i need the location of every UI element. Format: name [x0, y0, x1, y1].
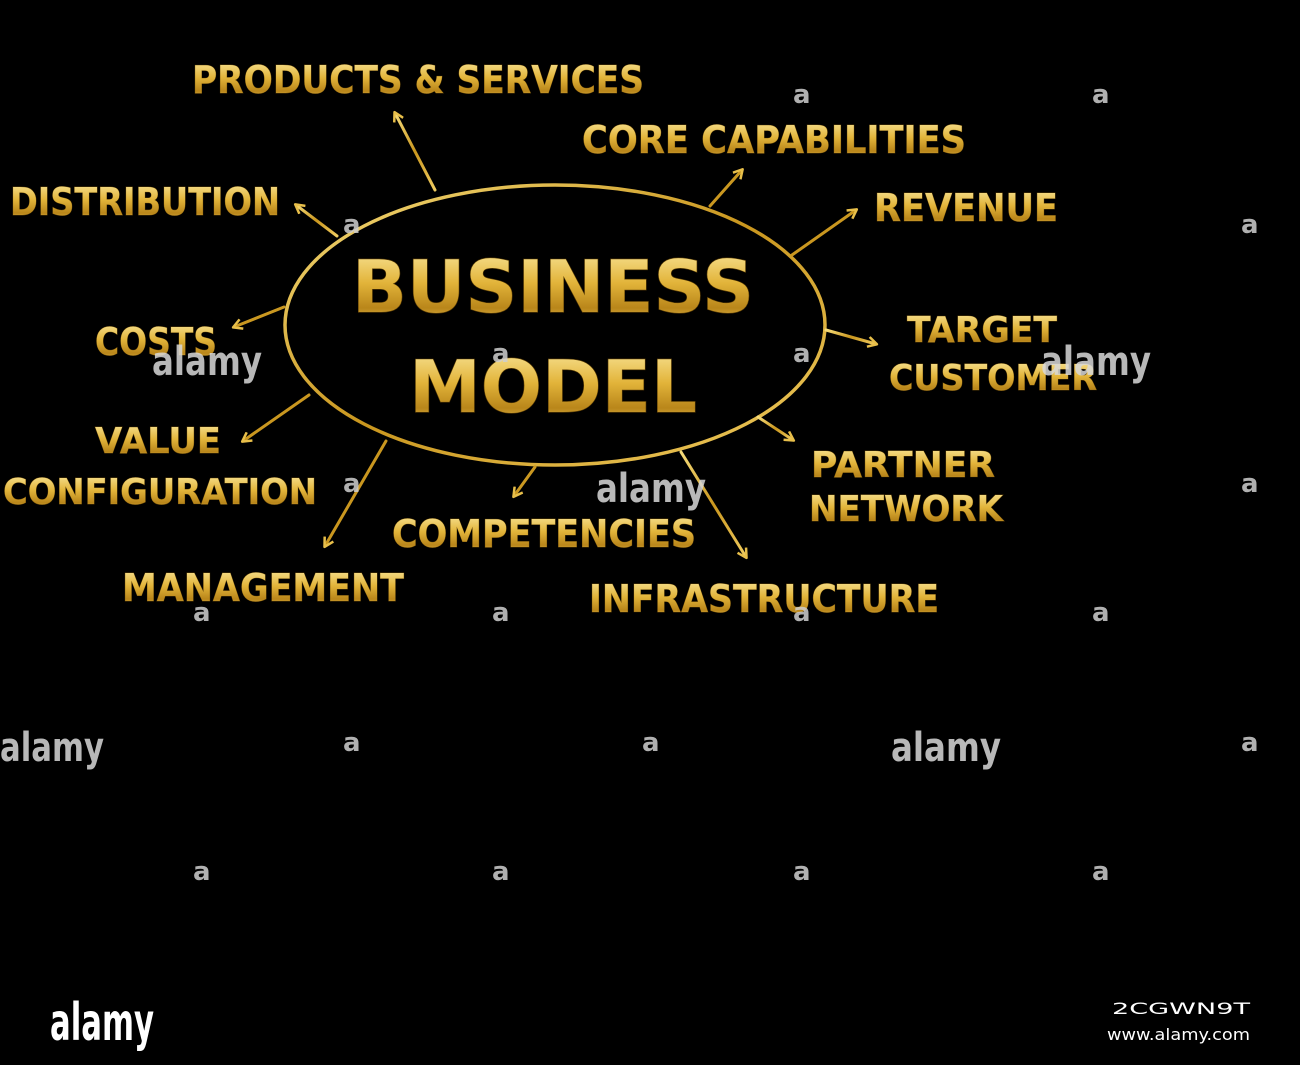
- watermark-small-a: a: [1092, 857, 1110, 887]
- watermark-small-a: a: [793, 339, 811, 369]
- arrow-costs: [234, 305, 286, 327]
- watermark-small-a: a: [343, 210, 361, 240]
- watermark-logo: alamy: [1041, 339, 1151, 385]
- arrow-revenue: [790, 210, 856, 257]
- label-competencies: COMPETENCIES: [392, 512, 696, 556]
- center-title-line1: BUSINESS: [352, 245, 754, 329]
- watermark-site: www.alamy.com: [1107, 1025, 1250, 1044]
- label-value: VALUE: [95, 421, 221, 462]
- watermark-small-a: a: [793, 857, 811, 887]
- watermark-image-id: 2CGWN9T: [1112, 999, 1250, 1018]
- center-ellipse: [283, 183, 827, 467]
- watermark-layer: alamy alamy alamy alamy alamy a a a a a …: [0, 80, 1259, 887]
- label-network: NETWORK: [809, 489, 1004, 530]
- label-core-capabilities: CORE CAPABILITIES: [582, 118, 966, 162]
- watermark-small-a: a: [793, 80, 811, 110]
- label-target: TARGET: [907, 310, 1057, 351]
- label-distribution: DISTRIBUTION: [10, 180, 280, 224]
- arrow-value-configuration: [243, 393, 311, 441]
- watermark-small-a: a: [793, 598, 811, 628]
- watermark-small-a: a: [193, 857, 211, 887]
- label-partner: PARTNER: [811, 445, 995, 486]
- arrow-core-capabilities: [708, 170, 742, 208]
- arrow-distribution: [296, 205, 339, 238]
- watermark-small-a: a: [1092, 80, 1110, 110]
- watermark-footer-logo: alamy: [50, 993, 154, 1053]
- arrow-target-customer: [824, 328, 876, 344]
- watermark-logo: alamy: [0, 725, 104, 771]
- watermark-small-a: a: [1092, 598, 1110, 628]
- watermark-small-a: a: [1241, 728, 1259, 758]
- label-infrastructure: INFRASTRUCTURE: [589, 577, 939, 621]
- watermark-logo: alamy: [891, 725, 1001, 771]
- arrow-partner-network: [756, 415, 793, 440]
- watermark-small-a: a: [492, 339, 510, 369]
- label-products-services: PRODUCTS & SERVICES: [192, 58, 644, 102]
- arrow-infrastructure: [679, 450, 746, 557]
- arrow-competencies: [514, 465, 537, 496]
- watermark-small-a: a: [343, 469, 361, 499]
- watermark-small-a: a: [642, 728, 660, 758]
- label-management: MANAGEMENT: [122, 566, 404, 610]
- watermark-small-a: a: [492, 857, 510, 887]
- label-revenue: REVENUE: [874, 186, 1058, 230]
- arrow-management: [325, 439, 388, 546]
- watermark-logo: alamy: [596, 466, 706, 512]
- connector-arrows: [234, 113, 876, 557]
- label-configuration: CONFIGURATION: [3, 472, 317, 513]
- label-costs: COSTS: [95, 320, 217, 364]
- arrow-products-services: [395, 113, 437, 192]
- center-title-line2: MODEL: [409, 345, 697, 429]
- watermark-small-a: a: [193, 598, 211, 628]
- watermark-logo: alamy: [152, 339, 262, 385]
- label-customer: CUSTOMER: [889, 358, 1097, 399]
- watermark-small-a: a: [343, 728, 361, 758]
- watermark-small-a: a: [492, 598, 510, 628]
- watermark-small-a: a: [1241, 210, 1259, 240]
- watermark-small-a: a: [1241, 469, 1259, 499]
